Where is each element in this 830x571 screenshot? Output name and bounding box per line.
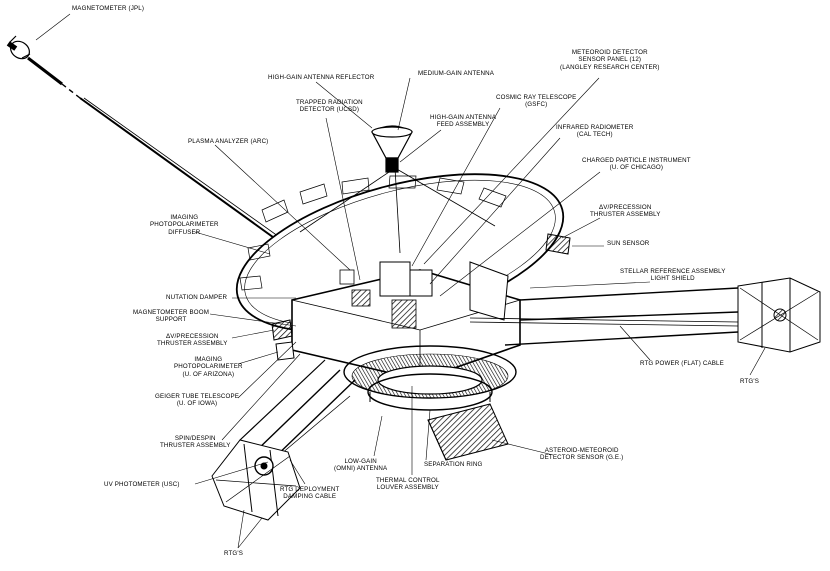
- label-asteroid-meteoroid: ASTEROID-METEOROID DETECTOR SENSOR (G.E.…: [540, 447, 624, 462]
- label-dv-precession-top: ΔV/PRECESSION THRUSTER ASSEMBLY: [590, 204, 661, 219]
- label-infrared-radiometer: INFRARED RADIOMETER (CAL TECH): [556, 124, 634, 139]
- label-rtg-power-cable: RTG POWER (FLAT) CABLE: [640, 360, 724, 367]
- label-low-gain: LOW-GAIN (OMNI) ANTENNA: [334, 458, 388, 473]
- label-rtgs-bottom: RTG'S: [224, 550, 244, 557]
- magnetometer-sensor: [6, 35, 31, 60]
- label-rtgs-right: RTG'S: [740, 378, 760, 385]
- label-plasma-analyzer: PLASMA ANALYZER (ARC): [188, 138, 269, 145]
- label-geiger-tube: GEIGER TUBE TELESCOPE (U. OF IOWA): [155, 393, 240, 408]
- rtg-right: [737, 277, 821, 353]
- label-sun-sensor: SUN SENSOR: [607, 240, 650, 247]
- label-meteoroid-panel: METEOROID DETECTOR SENSOR PANEL (12) (LA…: [560, 49, 660, 71]
- rtg-boom-right: [469, 287, 739, 346]
- label-separation-ring: SEPARATION RING: [424, 461, 483, 468]
- rtg-lower-left: [211, 439, 301, 521]
- label-stellar-reference: STELLAR REFERENCE ASSEMBLY LIGHT SHIELD: [620, 268, 726, 283]
- label-nutation-damper: NUTATION DAMPER: [166, 294, 228, 301]
- asteroid-meteoroid-sensor: [427, 403, 509, 461]
- label-charged-particle: CHARGED PARTICLE INSTRUMENT (U. OF CHICA…: [582, 157, 691, 172]
- thruster-left: [271, 319, 295, 361]
- thermal-louvers: [343, 345, 517, 399]
- medium-gain-antenna: [371, 125, 413, 173]
- label-spin-despin: SPIN/DESPIN THRUSTER ASSEMBLY: [160, 435, 231, 450]
- label-imaging-diffuser: IMAGING PHOTOPOLARIMETER DIFFUSER: [150, 214, 219, 236]
- thruster-top: [545, 233, 571, 255]
- label-rtg-deployment: RTG DEPLOYMENT DAMPING CABLE: [280, 486, 340, 501]
- label-magnetometer: MAGNETOMETER (JPL): [72, 5, 145, 12]
- label-medium-gain-antenna: MEDIUM-GAIN ANTENNA: [418, 70, 495, 77]
- label-imaging-arizona: IMAGING PHOTOPOLARIMETER (U. OF ARIZONA): [174, 356, 243, 378]
- label-hga-feed: HIGH-GAIN ANTENNA FEED ASSEMBLY: [430, 114, 497, 129]
- leader-lines: [35, 13, 766, 549]
- label-uv-photometer: UV PHOTOMETER (USC): [104, 481, 180, 488]
- label-thermal-control: THERMAL CONTROL LOUVER ASSEMBLY: [376, 477, 440, 492]
- label-dv-precession-left: ΔV/PRECESSION THRUSTER ASSEMBLY: [157, 333, 228, 348]
- label-trapped-radiation: TRAPPED RADIATION DETECTOR (UCSD): [296, 99, 363, 114]
- label-cosmic-ray: COSMIC RAY TELESCOPE (GSFC): [496, 94, 577, 109]
- label-hga-reflector: HIGH-GAIN ANTENNA REFLECTOR: [268, 74, 375, 81]
- label-magnetometer-boom: MAGNETOMETER BOOM SUPPORT: [133, 309, 210, 324]
